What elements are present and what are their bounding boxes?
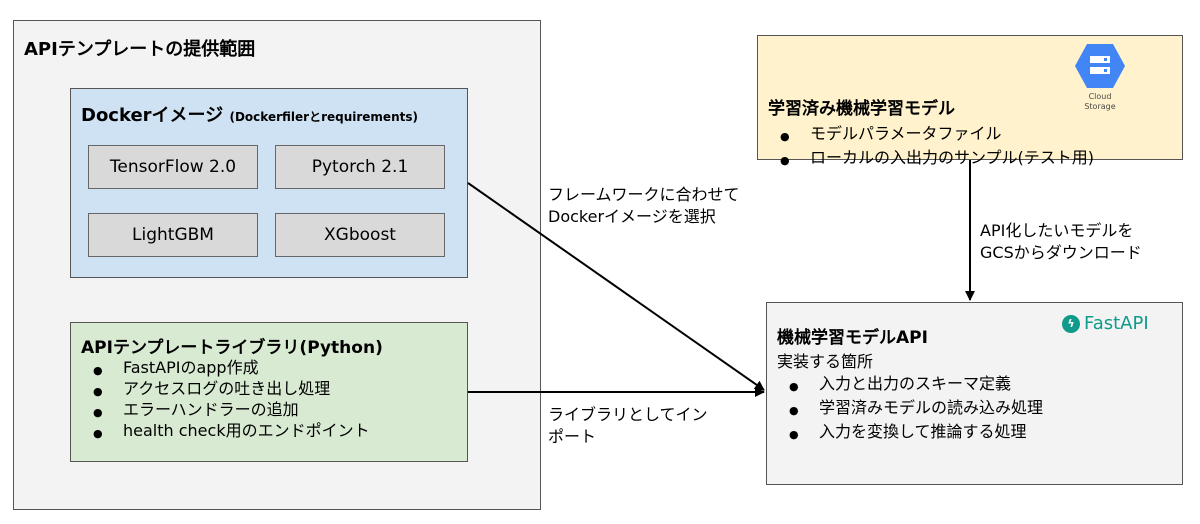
library-title: APIテンプレートライブラリ(Python) [81,338,383,358]
model-title: 学習済み機械学習モデル [768,99,955,119]
list-item: モデルパラメータファイル [768,122,1094,149]
framework-lightgbm: LightGBM [88,213,258,257]
docker-title-sub: (Dockerfilerとrequirements) [229,110,418,124]
framework-pytorch: Pytorch 2.1 [275,145,445,189]
framework-xgboost: XGboost [275,213,445,257]
library-list: FastAPIのapp作成 アクセスログの吐き出し処理 エラーハンドラーの追加 … [81,357,370,444]
api-title: 機械学習モデルAPI [777,328,928,348]
import-label: ライブラリとしてイン ポート [548,404,708,448]
docker-select-label: フレームワークに合わせて Dockerイメージを選択 [548,184,740,228]
template-library-box: APIテンプレートライブラリ(Python) FastAPIのapp作成 アクセ… [70,322,468,462]
api-list: 入力と出力のスキーマ定義 学習済みモデルの読み込み処理 入力を変換して推論する処… [777,372,1043,447]
cloud-storage-hexagon [1075,44,1125,88]
docker-to-api-arrow [467,182,765,391]
model-list: モデルパラメータファイル ローカルの入出力のサンプル(テスト用) [768,122,1094,173]
download-line-1: API化したいモデルを [980,221,1134,240]
fastapi-logo: ϟ FastAPI [1062,313,1149,334]
download-line-2: GCSからダウンロード [980,243,1142,262]
import-line-2: ポート [548,427,597,446]
api-subtitle: 実装する箇所 [777,352,874,371]
download-label: API化したいモデルを GCSからダウンロード [980,220,1142,264]
scope-title: APIテンプレートの提供範囲 [24,39,256,60]
list-item: health check用のエンドポイント [81,420,370,444]
docker-select-line-2: Dockerイメージを選択 [548,207,716,226]
ml-model-api-box: 機械学習モデルAPI 実装する箇所 入力と出力のスキーマ定義 学習済みモデルの読… [766,302,1183,485]
list-item: FastAPIのapp作成 [81,357,370,381]
list-item: 入力と出力のスキーマ定義 [777,372,1043,399]
docker-select-line-1: フレームワークに合わせて [548,185,740,204]
list-item: エラーハンドラーの追加 [81,399,370,423]
docker-title: Dockerイメージ (Dockerfilerとrequirements) [81,101,418,127]
cloud-storage-label-2: Storage [1084,102,1116,111]
list-item: 入力を変換して推論する処理 [777,420,1043,447]
import-line-1: ライブラリとしてイン [548,405,708,424]
lightning-icon: ϟ [1062,314,1080,333]
list-item: アクセスログの吐き出し処理 [81,378,370,402]
fastapi-logo-text: FastAPI [1084,313,1149,334]
cloud-storage-label-1: Cloud [1088,92,1112,101]
list-item: 学習済みモデルの読み込み処理 [777,396,1043,423]
list-item: ローカルの入出力のサンプル(テスト用) [768,146,1094,173]
cloud-storage-icon: Cloud Storage [1067,42,1133,112]
docker-title-main: Dockerイメージ [81,105,224,126]
framework-tensorflow: TensorFlow 2.0 [88,145,258,189]
